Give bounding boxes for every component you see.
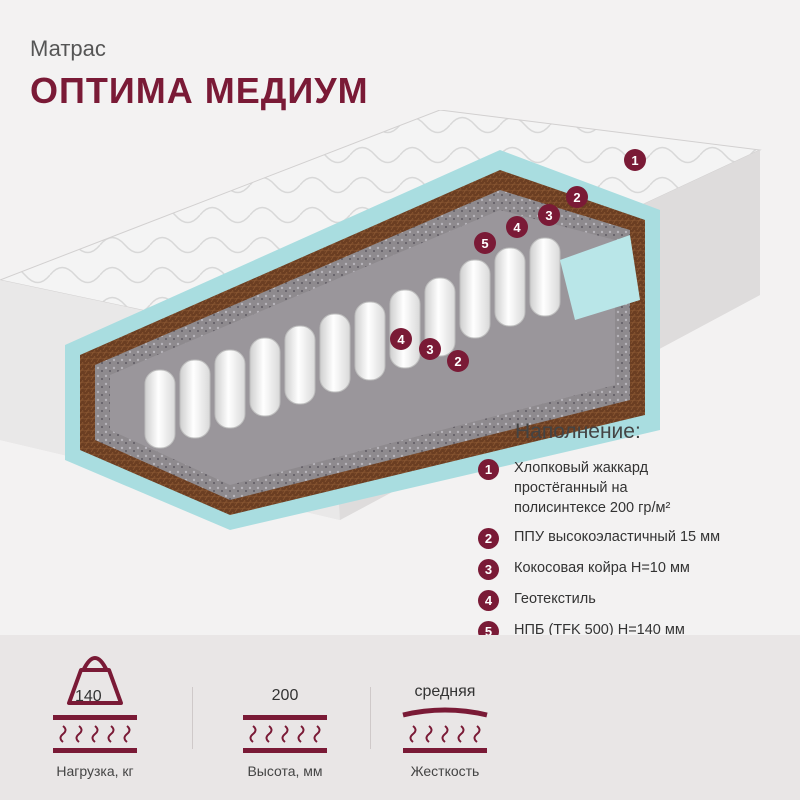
- callout-5: 5: [481, 236, 488, 251]
- legend-item: 1 Хлопковый жаккард простёганный на поли…: [478, 458, 788, 518]
- spec-firmness: средняя Жесткость: [355, 635, 535, 800]
- callout-2: 2: [573, 190, 580, 205]
- callout-2b: 2: [454, 354, 461, 369]
- callout-3b: 3: [426, 342, 433, 357]
- legend-badge: 3: [478, 559, 499, 580]
- filling-legend: Наполнение: 1 Хлопковый жаккард простёга…: [478, 420, 788, 651]
- spec-load-caption: Нагрузка, кг: [56, 763, 134, 779]
- pocket-springs: [144, 237, 561, 449]
- product-title: ОПТИМА МЕДИУМ: [30, 70, 369, 111]
- spec-height: 200 Высота, мм: [195, 635, 375, 800]
- weight-icon: 140: [53, 656, 137, 753]
- callout-2b-badge: [447, 350, 469, 372]
- legend-text: ППУ высокоэластичный 15 мм: [514, 529, 721, 545]
- callout-4b: 4: [397, 332, 405, 347]
- legend-item: 2 ППУ высокоэластичный 15 мм: [478, 527, 788, 549]
- callout-5-badge: [474, 232, 496, 254]
- spec-firmness-caption: Жесткость: [410, 763, 480, 779]
- legend-text: Хлопковый жаккард простёганный на полиси…: [514, 460, 671, 516]
- firmness-icon: [402, 707, 488, 753]
- foam-edge-block: [560, 235, 640, 320]
- legend-badge: 1: [478, 459, 499, 480]
- specs-panel: 140 Нагрузка, кг 200 Высота, мм средняя …: [0, 635, 800, 800]
- callout-1: 1: [631, 153, 638, 168]
- callout-2-badge: [566, 186, 588, 208]
- callout-4: 4: [513, 220, 521, 235]
- callout-3: 3: [545, 208, 552, 223]
- legend-text: Кокосовая койра Н=10 мм: [514, 560, 690, 576]
- legend-item: 4 Геотекстиль: [478, 589, 788, 611]
- product-type: Матрас: [30, 36, 106, 61]
- layer-callouts: 1 2 3 4 5 4 3 2: [390, 149, 646, 372]
- callout-4b-badge: [390, 328, 412, 350]
- callout-1-badge: [624, 149, 646, 171]
- legend-item: 3 Кокосовая койра Н=10 мм: [478, 558, 788, 580]
- legend-title: Наполнение:: [515, 420, 641, 443]
- legend-badge: 2: [478, 528, 499, 549]
- spec-divider: [370, 687, 371, 749]
- legend-badge: 4: [478, 590, 499, 611]
- legend-text: НПБ (TFK 500) Н=140 мм: [514, 622, 685, 638]
- height-icon: [243, 715, 327, 753]
- spec-load: 140 Нагрузка, кг: [5, 635, 185, 800]
- spec-height-value: 200: [271, 687, 299, 704]
- spec-firmness-value: средняя: [414, 683, 476, 700]
- callout-3-badge: [538, 204, 560, 226]
- spec-height-caption: Высота, мм: [247, 763, 323, 779]
- spec-divider: [192, 687, 193, 749]
- callout-4-badge: [506, 216, 528, 238]
- legend-text: Геотекстиль: [514, 591, 596, 607]
- mattress-cutaway-illustration: 1 2 3 4 5 4 3 2: [0, 110, 762, 530]
- spec-load-value: 140: [75, 688, 102, 705]
- callout-3b-badge: [419, 338, 441, 360]
- legend-item: 5 НПБ (TFK 500) Н=140 мм: [478, 620, 788, 642]
